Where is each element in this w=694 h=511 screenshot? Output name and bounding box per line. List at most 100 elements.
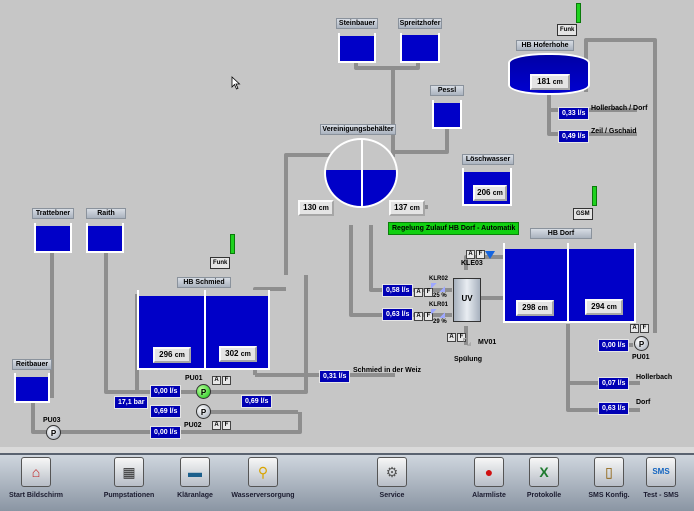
tank-label-hb-schmied: HB Schmied <box>177 277 231 288</box>
fault-indicator[interactable]: F <box>424 288 433 297</box>
auto-indicator[interactable]: A <box>212 376 221 385</box>
level-value: 298 <box>522 303 536 312</box>
antenna-icon <box>592 186 597 206</box>
scada-process-view: Steinbauer Spreitzhofer Pessl Funk HB Ho… <box>0 0 694 447</box>
level-unit: cm <box>606 304 617 311</box>
fault-indicator[interactable]: F <box>222 421 231 430</box>
nav-service[interactable]: ⚙ Service <box>370 457 414 499</box>
fault-indicator[interactable]: F <box>222 376 231 385</box>
tank-reitbauer <box>14 373 50 403</box>
nav-label: Test - SMS <box>643 492 679 499</box>
nav-klaeranlage[interactable]: ▬ Kläranlage <box>172 457 218 499</box>
level-unit: cm <box>409 205 420 212</box>
level-value: 302 <box>225 349 239 358</box>
nav-protokolle[interactable]: X Protokolle <box>524 457 564 499</box>
regelung-status-box[interactable]: Regelung Zulauf HB Dorf - Automatik <box>388 222 520 235</box>
flow-pu01-dorf: 0,00 l/s <box>598 339 630 352</box>
nav-label: Protokolle <box>526 492 562 499</box>
level-dorf-left: 298 cm <box>516 300 554 316</box>
nav-label: SMS Konfig. <box>588 492 630 499</box>
level-dorf-right: 294 cm <box>585 299 623 315</box>
nav-start-bildschirm[interactable]: ⌂ Start Bildschirm <box>6 457 66 499</box>
tank-pessl <box>432 100 462 129</box>
level-value: 294 <box>591 302 605 311</box>
flow-klr01: 0,63 l/s <box>382 308 414 321</box>
nav-label: Alarmliste <box>472 492 506 499</box>
home-icon: ⌂ <box>21 457 51 487</box>
uv-unit[interactable]: UV <box>453 278 481 322</box>
pct-klr01: 29 % <box>433 319 447 325</box>
navigation-taskbar: ⌂ Start Bildschirm ▦ Pumpstationen ▬ Klä… <box>0 453 694 511</box>
tank-label-trattebner: Trattebner <box>32 208 74 219</box>
fault-indicator[interactable]: F <box>640 324 649 333</box>
label-pu03: PU03 <box>43 417 61 424</box>
tank-raith <box>86 223 124 253</box>
phone-icon: ▯ <box>594 457 624 487</box>
nav-pumpstationen[interactable]: ▦ Pumpstationen <box>98 457 160 499</box>
funk-badge-hoferhohe: Funk <box>557 24 578 36</box>
level-hoferhohe: 181 cm <box>530 74 570 90</box>
tank-label-steinbauer: Steinbauer <box>336 18 378 29</box>
funk-badge-schmied: Funk <box>210 257 231 269</box>
nav-test-sms[interactable]: SMS Test - SMS <box>640 457 682 499</box>
pump-pu03[interactable]: P <box>46 425 61 440</box>
pump-pu02[interactable]: P <box>196 404 211 419</box>
label-pu01-dorf: PU01 <box>632 354 650 361</box>
sms-icon: SMS <box>646 457 676 487</box>
antenna-icon <box>230 234 235 254</box>
flow-pu01-schmied: 0,00 l/s <box>150 385 182 398</box>
auto-indicator[interactable]: A <box>447 333 456 342</box>
level-unit: cm <box>552 79 563 86</box>
flow-klr02: 0,58 l/s <box>382 284 414 297</box>
level-unit: cm <box>174 352 185 359</box>
fault-indicator[interactable]: F <box>457 333 466 342</box>
valve-klr01-icon[interactable] <box>431 309 445 318</box>
tank-label-vereinigungsbehaelter: Vereinigungsbehälter <box>320 124 396 135</box>
pct-klr02: 25 % <box>433 293 447 299</box>
auto-indicator[interactable]: A <box>212 421 221 430</box>
level-value: 206 <box>477 188 491 197</box>
tank-label-loeschwasser: Löschwasser <box>462 154 514 165</box>
level-value: 296 <box>159 350 173 359</box>
auto-indicator[interactable]: A <box>414 312 423 321</box>
valve-kle03-icon[interactable] <box>485 251 495 259</box>
label-pu02: PU02 <box>184 422 202 429</box>
flow-hollerbach: 0,07 l/s <box>598 377 630 390</box>
level-value: 181 <box>537 77 551 86</box>
pump-pu01[interactable]: P <box>196 384 211 399</box>
nav-label: Service <box>379 492 405 499</box>
label-klr01: KLR01 <box>429 302 449 308</box>
water-tap-icon: ⚲ <box>248 457 278 487</box>
level-value: 130 <box>303 203 317 212</box>
nav-alarmliste[interactable]: ● Alarmliste <box>468 457 510 499</box>
treatment-plant-icon: ▬ <box>180 457 210 487</box>
auto-indicator[interactable]: A <box>630 324 639 333</box>
excel-icon: X <box>529 457 559 487</box>
valve-klr02-icon[interactable] <box>431 283 445 292</box>
flow-hollerbach-dorf: 0,33 l/s <box>558 107 590 120</box>
valve-mv01-icon[interactable] <box>463 338 471 346</box>
nav-wasserversorgung[interactable]: ⚲ Wasserversorgung <box>230 457 296 499</box>
tank-spreitzhofer <box>400 33 440 63</box>
level-value: 137 <box>394 203 408 212</box>
pump-pu01-dorf[interactable]: P <box>634 336 649 351</box>
nav-sms-konfig[interactable]: ▯ SMS Konfig. <box>586 457 632 499</box>
tank-label-hb-dorf: HB Dorf <box>530 228 592 239</box>
flow-pu02-right: 0,69 l/s <box>241 395 273 408</box>
level-unit: cm <box>537 305 548 312</box>
nav-label: Pumpstationen <box>103 492 155 499</box>
auto-indicator[interactable]: A <box>414 288 423 297</box>
label-dorf: Dorf <box>636 399 651 406</box>
fault-indicator[interactable]: F <box>476 250 485 259</box>
nav-label: Kläranlage <box>177 492 213 499</box>
label-spuelung: Spülung <box>454 356 482 363</box>
nav-label: Start Bildschirm <box>8 492 64 499</box>
tank-label-spreitzhofer: Spreitzhofer <box>398 18 442 29</box>
auto-indicator[interactable]: A <box>466 250 475 259</box>
